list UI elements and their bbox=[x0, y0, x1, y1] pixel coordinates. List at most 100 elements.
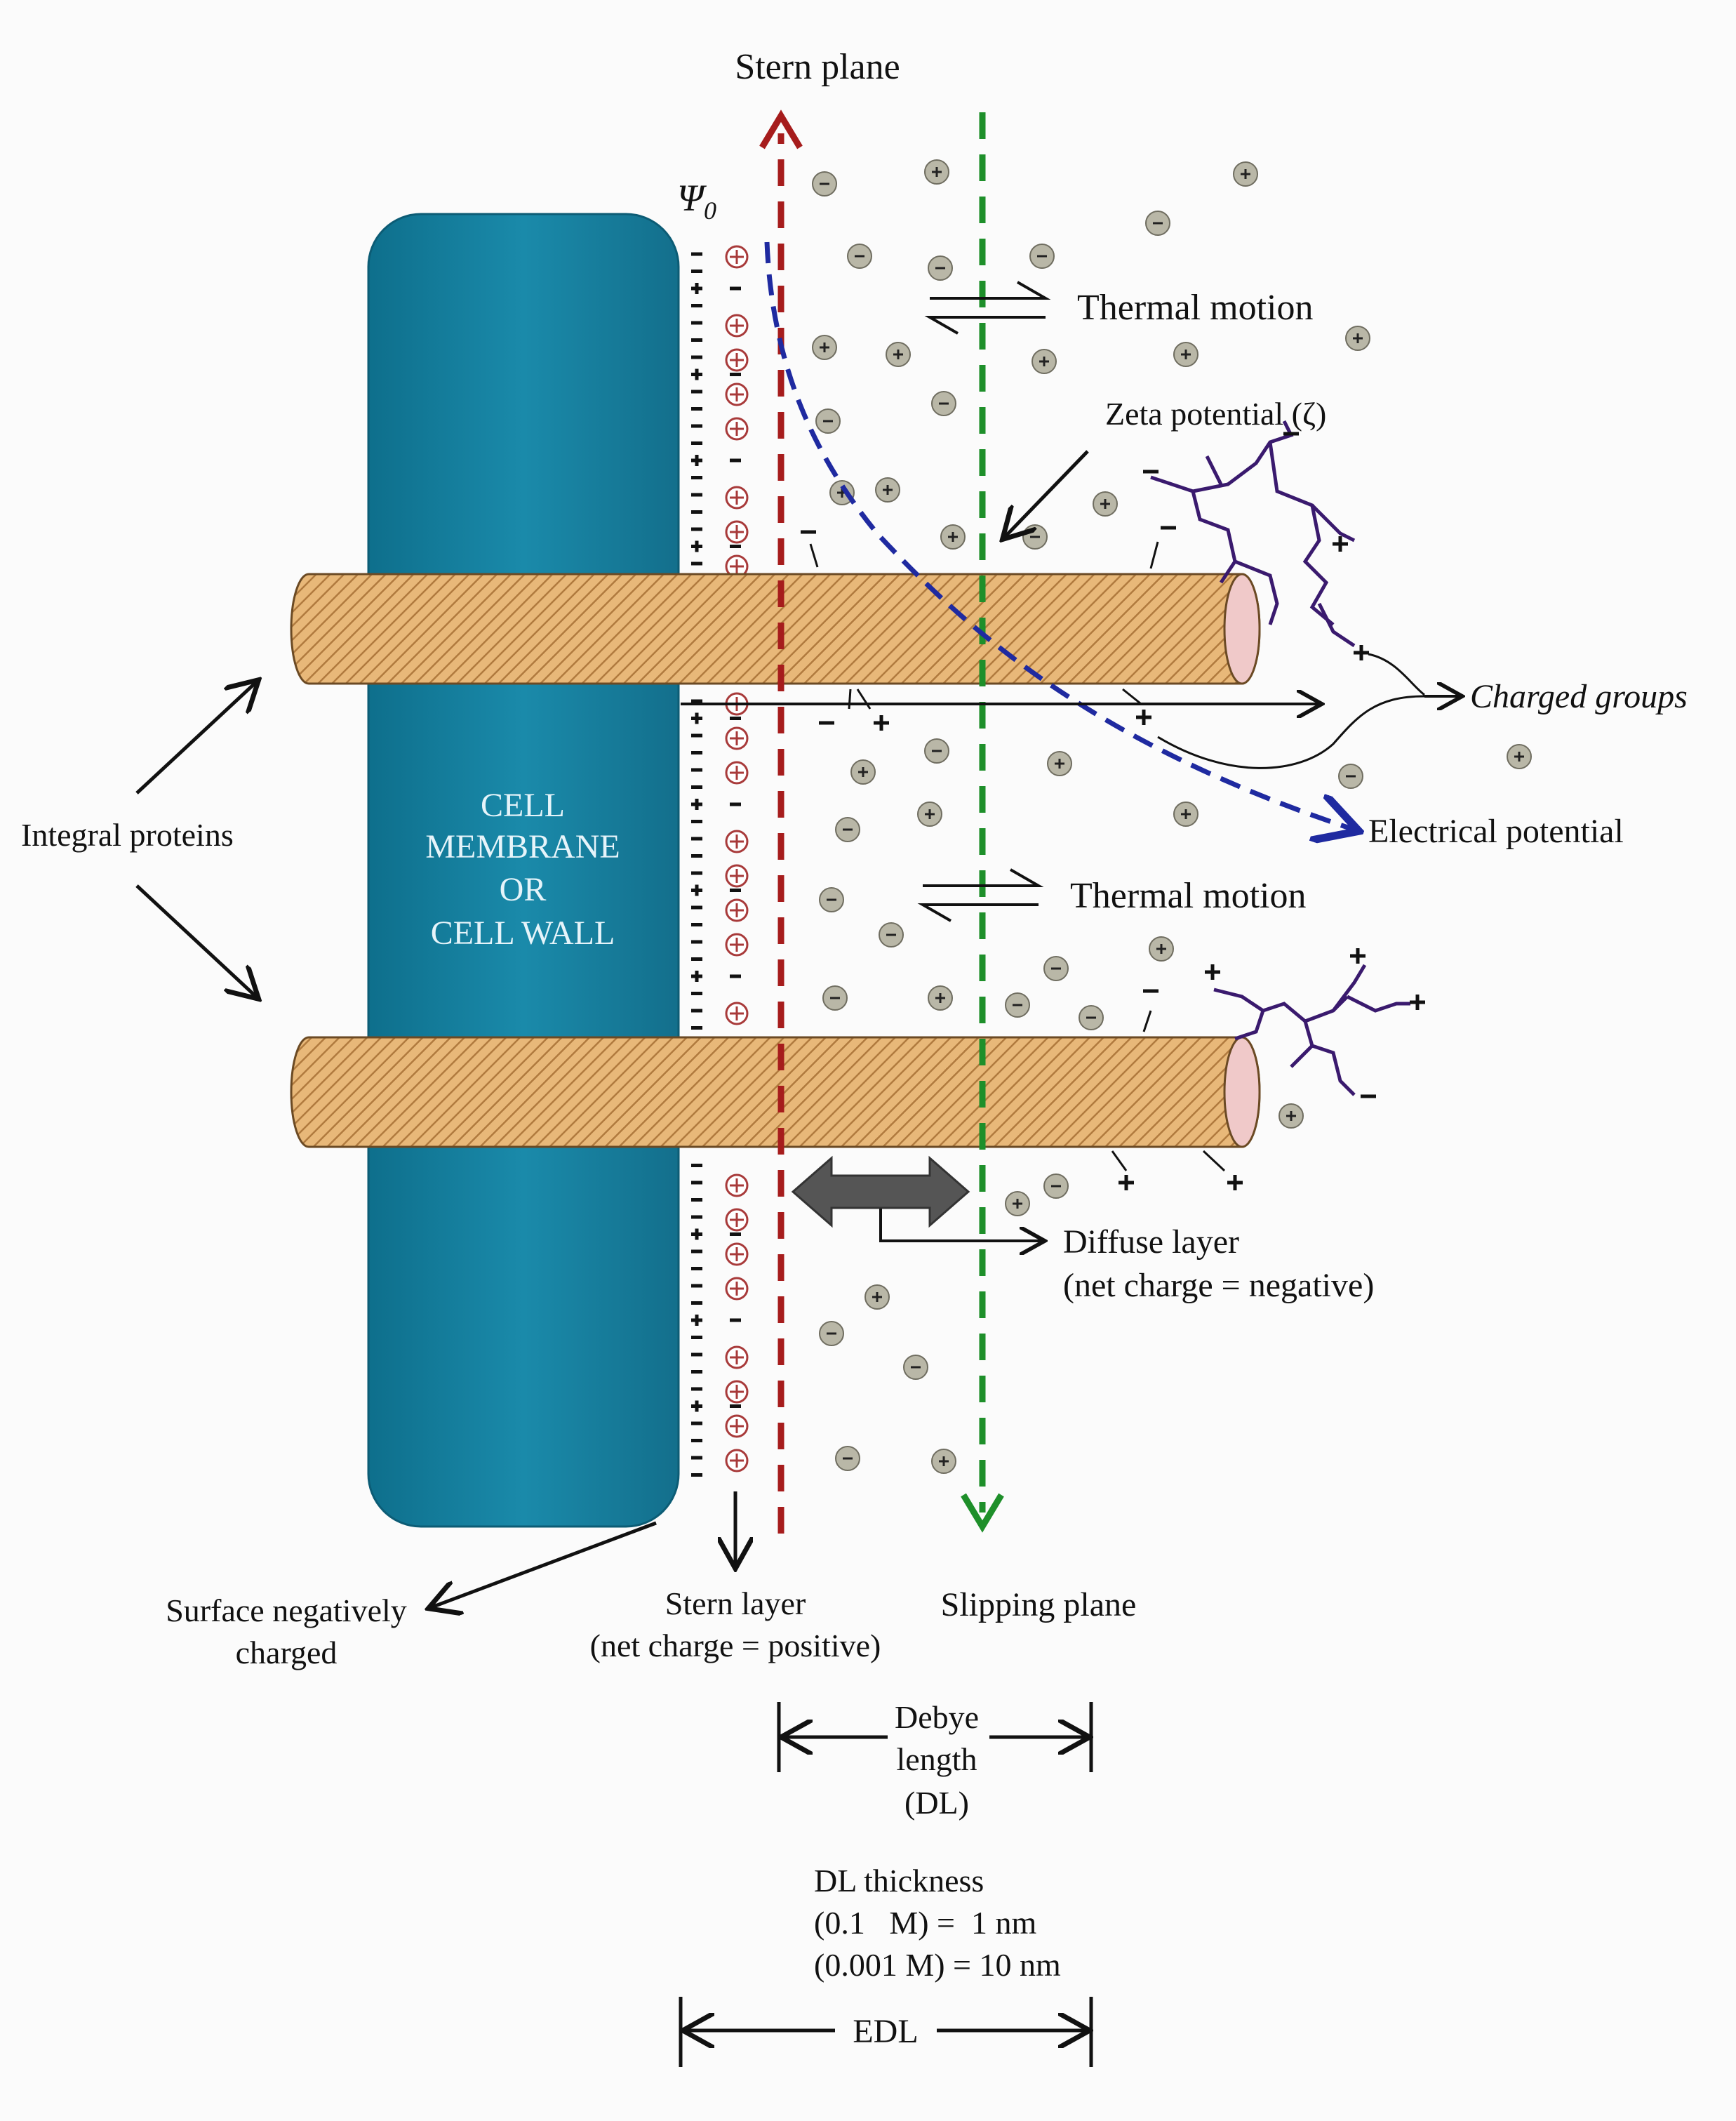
membrane-label-2: MEMBRANE bbox=[425, 828, 620, 865]
membrane-label-3: OR bbox=[500, 871, 547, 908]
diffuse-layer-charge-label: (net charge = negative) bbox=[1063, 1267, 1374, 1304]
diffuse-cation bbox=[812, 335, 837, 360]
charged-group-signs bbox=[801, 432, 1425, 1190]
stern-cation bbox=[725, 933, 749, 957]
surface-plus-sign bbox=[691, 712, 702, 724]
integral-protein-bottom bbox=[290, 1036, 1261, 1148]
diffuse-anion bbox=[822, 985, 848, 1011]
debye-label-2: length bbox=[897, 1741, 977, 1777]
electrical-potential-label: Electrical potential bbox=[1368, 813, 1624, 850]
stern-cation bbox=[725, 1002, 749, 1025]
slipping-plane-label: Slipping plane bbox=[941, 1586, 1137, 1623]
surface-potential-label: Ψ0 bbox=[677, 177, 716, 225]
diffuse-cation bbox=[875, 477, 900, 503]
group-stem bbox=[1149, 541, 1159, 569]
group-plus-sign bbox=[1350, 948, 1366, 964]
dl-thickness-value-2: (0.001 M) = 10 nm bbox=[814, 1947, 1061, 1983]
charged-group-branch-top bbox=[1150, 420, 1356, 648]
surface-plus-sign bbox=[691, 971, 702, 982]
surface-plus-sign bbox=[691, 884, 702, 896]
edl-label: EDL bbox=[853, 2013, 918, 2050]
psi0-symbol: Ψ bbox=[677, 177, 707, 219]
stern-layer-label: Stern layer bbox=[665, 1585, 806, 1621]
diffuse-anion bbox=[819, 1321, 844, 1346]
surface-charge-label-1: Surface negatively bbox=[166, 1593, 407, 1628]
group-plus-sign bbox=[1333, 536, 1348, 552]
zeta-pointer-arrow bbox=[1005, 450, 1089, 537]
stern-plane-label: Stern plane bbox=[735, 47, 900, 87]
stern-cation bbox=[725, 726, 749, 750]
diffuse-cation bbox=[1173, 342, 1198, 367]
diffuse-cation bbox=[1278, 1103, 1304, 1129]
stern-cation bbox=[725, 1242, 749, 1266]
debye-length-bracket bbox=[777, 1702, 1091, 1772]
group-stem bbox=[848, 689, 852, 710]
diffuse-anion bbox=[815, 408, 841, 434]
diffuse-cation bbox=[1345, 326, 1370, 351]
dl-thickness-label: DL thickness bbox=[814, 1863, 984, 1899]
diffuse-cation bbox=[864, 1284, 890, 1310]
diffuse-anion bbox=[1005, 992, 1030, 1018]
diffuse-anion bbox=[819, 887, 844, 912]
group-plus-sign bbox=[1354, 645, 1369, 660]
surface-plus-sign bbox=[691, 1228, 702, 1240]
diffuse-anion bbox=[903, 1355, 928, 1380]
thermal-motion-arrows-bottom bbox=[917, 868, 1044, 922]
integral-protein-top bbox=[290, 573, 1261, 685]
stern-layer-ions bbox=[725, 245, 749, 1472]
stern-cation bbox=[725, 245, 749, 269]
diffuse-layer-pointer bbox=[879, 1209, 1042, 1241]
stern-cation bbox=[725, 1345, 749, 1369]
stern-cation bbox=[725, 417, 749, 441]
diffuse-ions bbox=[812, 159, 1532, 1474]
stern-cation bbox=[725, 761, 749, 785]
group-stem bbox=[1202, 1150, 1226, 1172]
charged-groups-leaders bbox=[1157, 653, 1460, 769]
stern-cation bbox=[725, 1277, 749, 1301]
stern-cation bbox=[725, 1449, 749, 1472]
diffuse-cation bbox=[1173, 802, 1198, 827]
debye-label-3: (DL) bbox=[904, 1785, 969, 1821]
membrane-label-1: CELL bbox=[481, 787, 565, 824]
charged-groups-label: Charged groups bbox=[1470, 678, 1688, 715]
debye-label-1: Debye bbox=[895, 1699, 979, 1735]
dl-thickness-value-1: (0.1 M) = 1 nm bbox=[814, 1905, 1036, 1941]
diffuse-cation bbox=[1507, 744, 1532, 769]
diffuse-anion bbox=[1145, 211, 1170, 236]
charged-group-branch-bottom bbox=[1213, 964, 1410, 1096]
stern-cation bbox=[725, 348, 749, 372]
cell-membrane bbox=[367, 213, 680, 1528]
group-plus-sign bbox=[1227, 1175, 1243, 1190]
stern-cation bbox=[725, 864, 749, 888]
membrane-label-4: CELL WALL bbox=[431, 915, 615, 952]
group-plus-sign bbox=[1136, 710, 1151, 725]
stern-cation bbox=[725, 1414, 749, 1438]
surface-charge-label-2: charged bbox=[236, 1635, 338, 1670]
psi0-subscript: 0 bbox=[704, 197, 716, 225]
stern-cation bbox=[725, 486, 749, 510]
group-plus-sign bbox=[1205, 964, 1220, 980]
integral-proteins-arrow-up bbox=[135, 682, 256, 794]
thermal-motion-label-top: Thermal motion bbox=[1077, 288, 1313, 328]
integral-proteins-arrow-down bbox=[135, 884, 256, 997]
diffuse-anion bbox=[1029, 244, 1055, 269]
diffuse-cation bbox=[924, 159, 949, 185]
diffuse-cation bbox=[917, 802, 942, 827]
diffuse-anion bbox=[835, 1446, 860, 1471]
diffuse-anion bbox=[924, 738, 949, 764]
surface-charge-pointer bbox=[432, 1521, 657, 1607]
group-plus-sign bbox=[874, 715, 889, 731]
group-stem bbox=[1142, 1010, 1152, 1032]
diffuse-anion bbox=[847, 244, 872, 269]
diffuse-anion bbox=[1043, 1173, 1069, 1199]
stern-cation bbox=[725, 383, 749, 406]
group-plus-sign bbox=[1119, 1175, 1134, 1190]
diffuse-anion bbox=[1022, 524, 1048, 550]
diffuse-cation bbox=[850, 759, 876, 785]
diffuse-layer-double-arrow bbox=[791, 1155, 970, 1228]
group-stem bbox=[809, 543, 819, 568]
diffuse-cation bbox=[886, 342, 911, 367]
stern-layer-charge-label: (net charge = positive) bbox=[590, 1628, 881, 1663]
slipping-plane-arrowhead bbox=[961, 1493, 1004, 1533]
